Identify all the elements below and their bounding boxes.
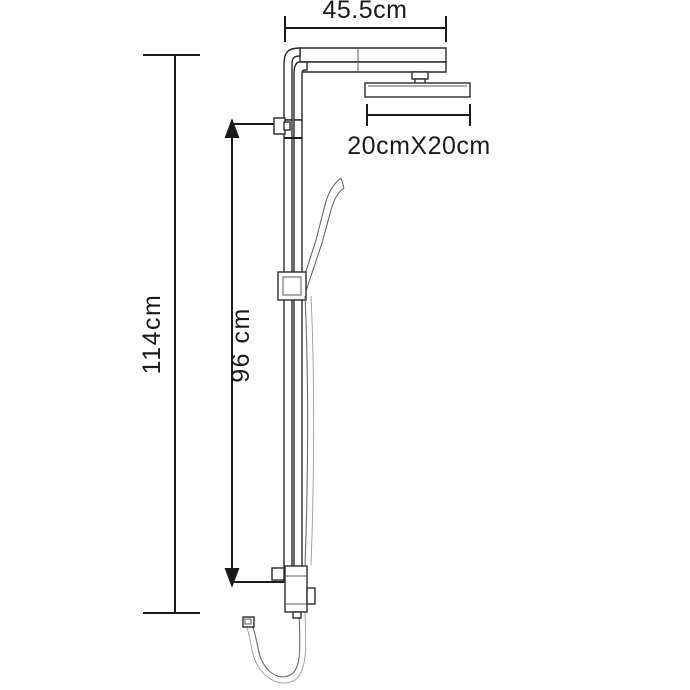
upper-wall-bracket (273, 117, 302, 139)
valve-body-housing (284, 565, 308, 613)
dimension-head-size: 20cmX20cm (347, 104, 490, 160)
hose-loop-outer (249, 611, 301, 678)
wand-body-right-edge (305, 187, 345, 292)
rail-height-label: 96 cm (227, 307, 255, 383)
slider-holder-inner (282, 276, 302, 296)
handheld-shower-wand (299, 177, 345, 292)
dimension-total-height: 114cm (138, 54, 200, 614)
dimension-rail-height: 96 cm (224, 118, 290, 588)
riser-pipe-assembly (283, 119, 303, 583)
dimension-arm-reach: 45.5cm (284, 0, 447, 42)
slider-holder-body (277, 271, 307, 301)
valve-wall-bracket (271, 567, 285, 581)
riser-pipe-left-tube (283, 119, 293, 583)
slider-holder (277, 271, 307, 301)
hose-loop-inner (244, 611, 307, 684)
riser-pipe-right-tube (293, 119, 303, 573)
wand-body-left-edge (299, 177, 342, 291)
rail-height-arrow-bottom (224, 568, 240, 588)
shower-arm-lower-tube (299, 61, 447, 73)
hose-upper-run-right (310, 295, 315, 566)
arm-reach-label: 45.5cm (323, 0, 408, 24)
shower-arm-elbow-inner (293, 61, 308, 121)
upper-bracket-collar (283, 121, 291, 131)
head-swivel-collar (411, 71, 429, 80)
shower-arm-upper-tube (299, 47, 447, 63)
total-height-label: 114cm (138, 294, 166, 375)
mixer-valve-body (271, 565, 316, 619)
overhead-shower-head-plate (364, 82, 471, 98)
flexible-hose (242, 295, 315, 684)
overhead-shower-assembly (283, 47, 471, 121)
hose-connector-inner (244, 618, 252, 625)
hose-upper-run-left (304, 295, 309, 566)
hose-connector (242, 616, 255, 628)
valve-handle (306, 587, 316, 605)
rail-height-arrow-top (224, 118, 240, 138)
wand-spray-face (340, 177, 345, 189)
head-size-label: 20cmX20cm (347, 132, 490, 160)
valve-hose-outlet (292, 611, 302, 619)
